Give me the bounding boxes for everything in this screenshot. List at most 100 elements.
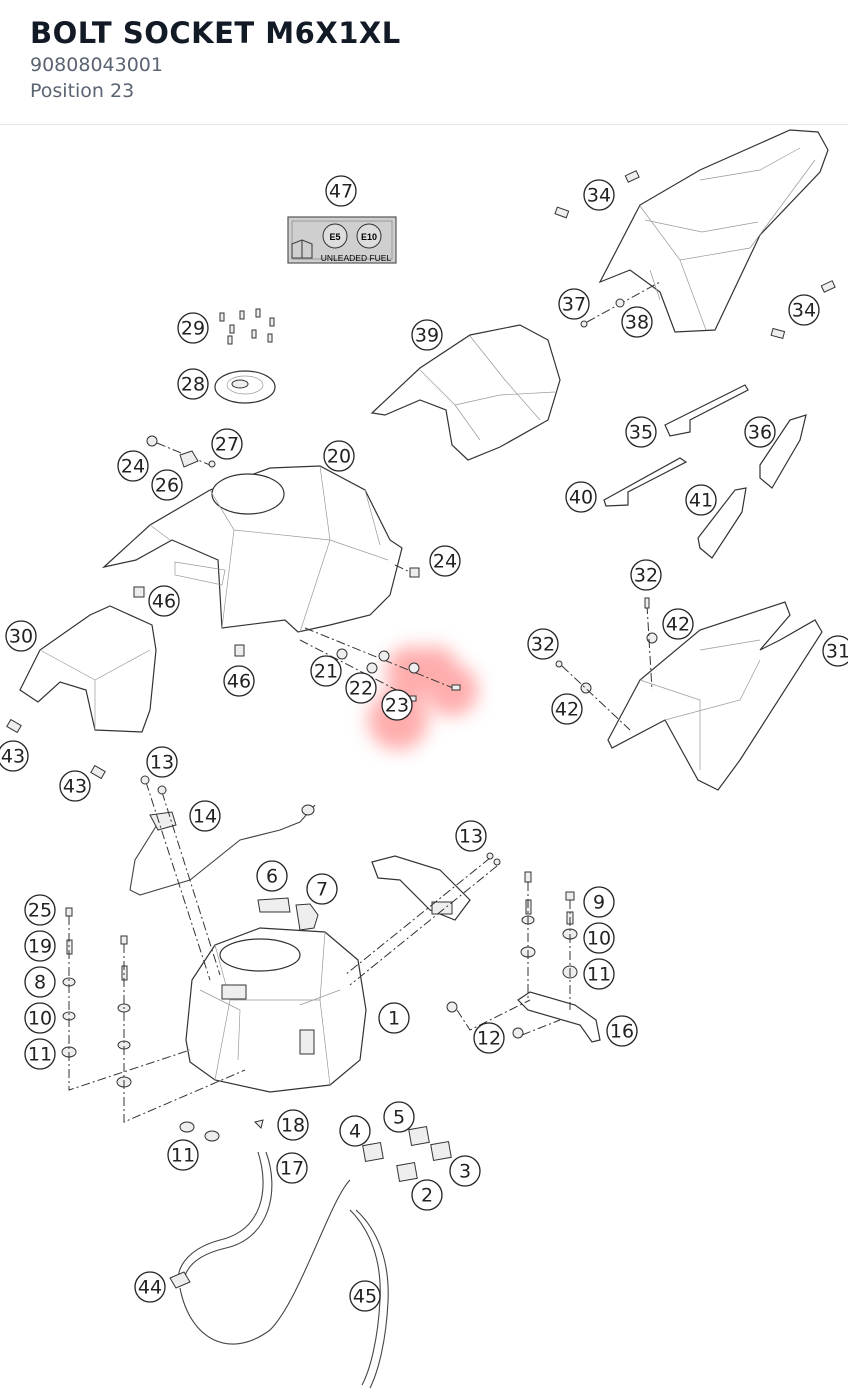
callout-34[interactable]: 34 (583, 179, 615, 211)
callout-circle (621, 306, 653, 338)
callout-7[interactable]: 7 (306, 873, 338, 905)
callout-circle (177, 368, 209, 400)
trim-panels[interactable] (603, 384, 807, 559)
callout-27[interactable]: 27 (211, 428, 243, 460)
callout-number: 28 (181, 374, 205, 396)
fuel-e5-text: E5 (329, 232, 340, 242)
callout-37[interactable]: 37 (558, 288, 590, 320)
callout-39[interactable]: 39 (411, 319, 443, 351)
callout-24[interactable]: 24 (117, 450, 149, 482)
callout-3[interactable]: 3 (449, 1155, 481, 1187)
callout-29[interactable]: 29 (177, 312, 209, 344)
callout-circle (189, 800, 221, 832)
callout-circle (606, 1015, 638, 1047)
callout-45[interactable]: 45 (349, 1280, 381, 1312)
callout-1[interactable]: 1 (378, 1002, 410, 1034)
grommets-43 (6, 718, 106, 780)
callout-circle (310, 655, 342, 687)
callout-32[interactable]: 32 (630, 559, 662, 591)
callout-11[interactable]: 11 (167, 1139, 199, 1171)
callout-number: 44 (138, 1277, 162, 1299)
callout-26[interactable]: 26 (151, 469, 183, 501)
callout-circle (378, 1002, 410, 1034)
fuel-tank[interactable] (185, 927, 367, 1093)
rider-seat[interactable] (370, 324, 561, 461)
callout-44[interactable]: 44 (134, 1271, 166, 1303)
callout-42[interactable]: 42 (551, 693, 583, 725)
callout-41[interactable]: 41 (685, 484, 717, 516)
callout-number: 11 (587, 964, 611, 986)
callout-8[interactable]: 8 (24, 966, 56, 998)
bolt-socket-set[interactable] (299, 627, 461, 702)
callout-28[interactable]: 28 (177, 368, 209, 400)
callout-47[interactable]: 47 (325, 175, 357, 207)
callout-46[interactable]: 46 (223, 665, 255, 697)
callout-number: 13 (459, 826, 483, 848)
callout-number: 10 (28, 1008, 52, 1030)
callout-23[interactable]: 23 (381, 689, 413, 721)
callout-30[interactable]: 30 (5, 620, 37, 652)
callout-circle (685, 484, 717, 516)
callout-24[interactable]: 24 (429, 545, 461, 577)
callout-17[interactable]: 17 (276, 1152, 308, 1184)
callout-circle (583, 179, 615, 211)
callout-43[interactable]: 43 (59, 770, 91, 802)
callout-13[interactable]: 13 (146, 746, 178, 778)
callout-38[interactable]: 38 (621, 306, 653, 338)
callout-10[interactable]: 10 (583, 922, 615, 954)
callout-18[interactable]: 18 (277, 1109, 309, 1141)
callout-number: 43 (63, 776, 87, 798)
callout-circle (223, 665, 255, 697)
callout-circle (24, 1038, 56, 1070)
callout-32[interactable]: 32 (527, 628, 559, 660)
callout-11[interactable]: 11 (583, 958, 615, 990)
callout-31[interactable]: 31 (822, 635, 848, 667)
tank-bracket-right[interactable] (344, 852, 501, 986)
callout-circle (788, 294, 820, 326)
callout-circle (455, 820, 487, 852)
callout-10[interactable]: 10 (24, 1002, 56, 1034)
callout-circle (211, 428, 243, 460)
callout-20[interactable]: 20 (323, 440, 355, 472)
fuel-label-sticker[interactable]: E5 E10 UNLEADED FUEL (287, 216, 397, 264)
tank-cover[interactable] (101, 465, 403, 633)
callout-36[interactable]: 36 (744, 416, 776, 448)
callout-43[interactable]: 43 (0, 740, 29, 772)
callout-19[interactable]: 19 (24, 930, 56, 962)
callout-42[interactable]: 42 (662, 608, 694, 640)
callout-2[interactable]: 2 (411, 1179, 443, 1211)
callout-number: 19 (28, 936, 52, 958)
book-icon (291, 239, 313, 259)
rear-frame[interactable] (555, 597, 823, 791)
callout-6[interactable]: 6 (256, 860, 288, 892)
callout-number: 42 (555, 699, 579, 721)
bolt-socket-m6-highlighted[interactable] (451, 684, 461, 691)
callout-35[interactable]: 35 (625, 416, 657, 448)
side-cover-left[interactable] (19, 605, 157, 733)
callout-22[interactable]: 22 (345, 672, 377, 704)
callout-14[interactable]: 14 (189, 800, 221, 832)
callout-40[interactable]: 40 (565, 481, 597, 513)
callout-4[interactable]: 4 (339, 1115, 371, 1147)
callout-46[interactable]: 46 (148, 585, 180, 617)
callout-34[interactable]: 34 (788, 294, 820, 326)
callout-25[interactable]: 25 (24, 894, 56, 926)
callout-13[interactable]: 13 (455, 820, 487, 852)
callout-9[interactable]: 9 (583, 886, 615, 918)
callout-number: 4 (349, 1121, 361, 1143)
callout-circle (24, 966, 56, 998)
tank-mount-bracket[interactable] (446, 991, 601, 1043)
callout-circle (24, 1002, 56, 1034)
callout-5[interactable]: 5 (383, 1101, 415, 1133)
callout-number: 22 (349, 678, 373, 700)
rear-seat[interactable] (598, 129, 829, 333)
fuel-cap[interactable] (214, 370, 276, 404)
callout-16[interactable]: 16 (606, 1015, 638, 1047)
callout-12[interactable]: 12 (473, 1022, 505, 1054)
part-header: BOLT SOCKET M6X1XL 90808043001 Position … (0, 0, 848, 125)
callout-21[interactable]: 21 (310, 655, 342, 687)
callout-circle (383, 1101, 415, 1133)
callout-circle (323, 440, 355, 472)
callout-11[interactable]: 11 (24, 1038, 56, 1070)
